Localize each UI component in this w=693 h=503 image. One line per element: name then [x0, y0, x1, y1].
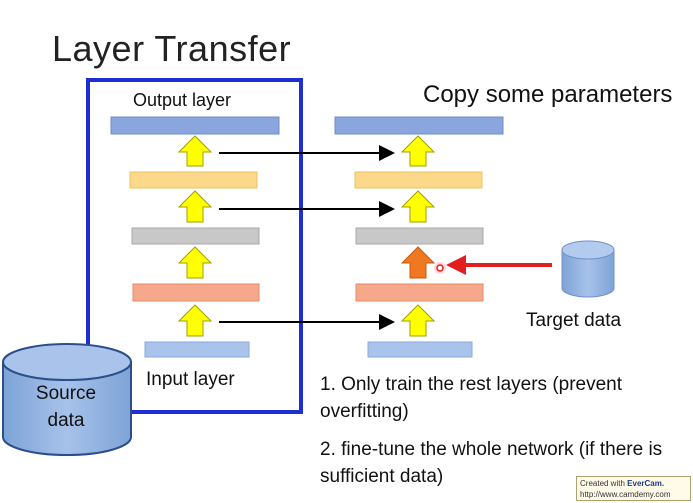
right-output-layer-bar — [334, 116, 504, 135]
right-up-arrow-icon-1 — [400, 135, 436, 167]
evercam-watermark[interactable]: Created with EverCam. http://www.camdemy… — [576, 476, 691, 501]
left-output-layer-bar — [110, 116, 280, 135]
right-input-layer-bar — [367, 341, 473, 358]
right-orange-up-arrow-icon — [400, 246, 436, 279]
source-data-label-line-1: Source — [35, 383, 97, 404]
slide-title: Layer Transfer — [52, 28, 292, 69]
watermark-brand: EverCam. — [627, 479, 665, 488]
target-database-icon — [561, 240, 615, 298]
right-up-arrow-icon-2 — [400, 190, 436, 223]
target-data-label: Target data — [526, 310, 622, 331]
right-hidden-layer-2-bar — [355, 227, 484, 245]
watermark-prefix: Created with — [580, 479, 625, 488]
source-network-box — [86, 78, 303, 414]
source-data-label: Source data — [0, 380, 132, 434]
note-fine-tune: 2. fine-tune the whole network (if there… — [320, 439, 663, 487]
watermark-url[interactable]: http://www.camdemy.com — [580, 490, 671, 499]
right-hidden-layer-1-bar — [355, 283, 484, 302]
cursor-dot-center — [436, 264, 444, 272]
left-up-arrow-icon-2 — [177, 190, 213, 223]
left-up-arrow-icon-4 — [177, 304, 213, 337]
left-hidden-layer-3-bar — [129, 171, 258, 189]
left-hidden-layer-1-bar — [132, 283, 260, 302]
input-layer-label: Input layer — [146, 369, 235, 390]
copy-parameters-label: Copy some parameters — [423, 81, 673, 108]
right-hidden-layer-3-bar — [354, 171, 483, 189]
watermark-line-1: Created with EverCam. — [580, 478, 687, 489]
left-hidden-layer-2-bar — [131, 227, 260, 245]
left-input-layer-bar — [144, 341, 250, 358]
output-layer-label: Output layer — [133, 90, 232, 110]
left-up-arrow-icon-1 — [177, 135, 213, 167]
source-database-icon — [1, 343, 132, 456]
left-up-arrow-icon-3 — [177, 246, 213, 279]
target-data-arrow-head — [446, 255, 466, 275]
note-only-train-rest: 1. Only train the rest layers (prevent o… — [320, 374, 623, 422]
right-up-arrow-icon-4 — [400, 304, 436, 337]
source-data-label-line-2: data — [47, 410, 85, 431]
